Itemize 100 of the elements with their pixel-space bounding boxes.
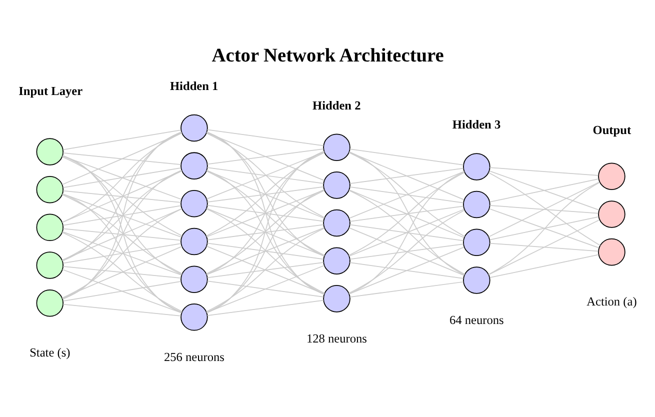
label: Hidden 3 <box>452 118 501 132</box>
connector <box>62 193 182 313</box>
connector <box>348 172 465 256</box>
connector <box>206 265 325 313</box>
connector <box>62 208 182 261</box>
connector <box>62 156 182 275</box>
connector <box>488 208 600 248</box>
connector <box>488 182 600 238</box>
connector <box>206 167 324 184</box>
connector <box>489 167 599 176</box>
connector <box>206 204 324 222</box>
connector <box>62 152 182 166</box>
connector <box>349 148 464 166</box>
connector <box>348 190 466 275</box>
connector <box>206 148 324 165</box>
node-circle <box>180 114 208 142</box>
connector <box>206 186 324 202</box>
connector <box>206 132 326 218</box>
node-circle <box>463 228 490 256</box>
connector <box>206 242 324 260</box>
connector <box>62 269 182 314</box>
label: Action (a) <box>586 294 637 308</box>
connector <box>62 266 182 279</box>
connector <box>348 152 464 200</box>
node-circle <box>598 200 626 228</box>
connector <box>62 243 182 264</box>
connector <box>206 300 324 316</box>
connector <box>206 132 325 295</box>
node-circle <box>36 176 64 204</box>
node-circle <box>323 134 350 161</box>
node-circle <box>180 304 208 331</box>
node-circle <box>463 190 490 218</box>
node-circle <box>36 214 64 242</box>
connector <box>206 170 325 294</box>
connector <box>206 189 325 313</box>
connector <box>348 227 464 276</box>
connector <box>62 232 183 312</box>
node-circle <box>180 190 208 218</box>
label: 64 neurons <box>449 312 504 327</box>
connector <box>62 194 183 274</box>
connector <box>206 129 324 146</box>
connector <box>206 190 325 274</box>
connector <box>348 190 464 238</box>
connector <box>62 280 182 302</box>
diagram-title: Actor Network Architecture <box>212 46 444 67</box>
connector <box>62 304 182 316</box>
connector <box>62 156 183 236</box>
connector <box>206 208 325 257</box>
connector <box>348 208 464 257</box>
connector <box>62 131 182 300</box>
connector <box>488 219 600 276</box>
connector <box>62 132 182 223</box>
connector <box>206 170 325 219</box>
node-circle <box>598 162 626 190</box>
connector <box>349 186 464 204</box>
node-circle <box>180 266 208 293</box>
connector <box>62 205 182 226</box>
node-circle <box>323 172 350 199</box>
connector <box>349 224 464 242</box>
connector <box>62 228 182 241</box>
connector <box>488 170 600 210</box>
connector <box>62 167 182 188</box>
connector <box>489 205 599 214</box>
connector <box>348 171 465 294</box>
node-circle <box>598 238 626 266</box>
connector <box>62 231 182 276</box>
label: Hidden 1 <box>170 78 218 93</box>
connector <box>206 189 325 238</box>
connector <box>62 132 182 262</box>
connector <box>348 151 465 276</box>
connector <box>206 208 326 294</box>
connector <box>349 262 464 279</box>
connector <box>62 246 182 299</box>
connector <box>206 132 325 181</box>
node-circle <box>36 252 64 279</box>
connector <box>206 228 325 312</box>
connector <box>206 151 325 275</box>
connector <box>489 178 599 202</box>
node-circle <box>36 289 64 317</box>
connector <box>62 208 182 298</box>
connector <box>62 170 182 300</box>
node-circle <box>180 228 208 256</box>
label: 256 neurons <box>164 350 224 364</box>
connector <box>348 210 465 294</box>
connector <box>62 130 182 150</box>
connector <box>206 150 325 314</box>
connector <box>348 152 466 237</box>
node-circle <box>180 152 208 180</box>
connector <box>348 246 464 294</box>
connector <box>206 152 325 200</box>
connector <box>206 170 326 256</box>
connector <box>489 254 599 278</box>
label: Hidden 2 <box>312 98 361 112</box>
connector <box>206 246 325 294</box>
connector <box>62 190 182 203</box>
label: 128 neurons <box>306 331 367 346</box>
connector <box>62 170 182 223</box>
connector <box>489 242 599 252</box>
connector <box>62 170 182 261</box>
connector <box>348 171 464 219</box>
